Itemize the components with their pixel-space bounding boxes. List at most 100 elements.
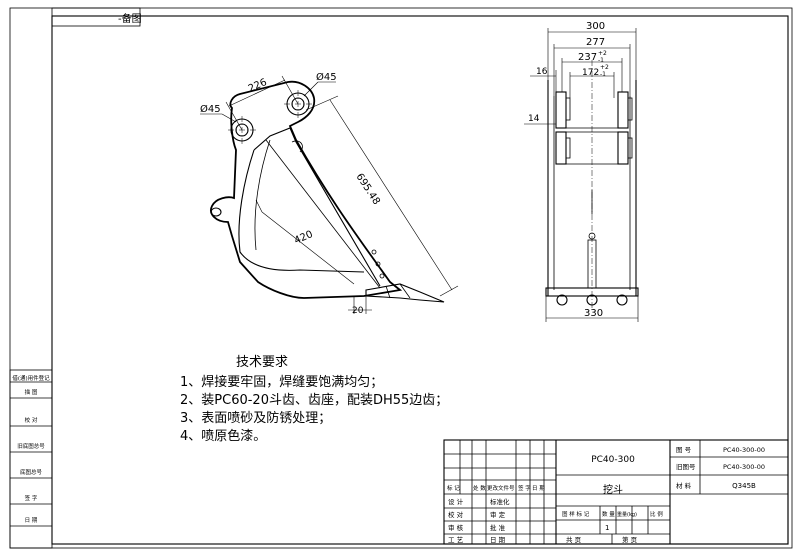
title-block: 标 记 处 数 更改文件号 签 字 日 期 设 计 标准化 校 对 审 定 审 … (443, 439, 789, 545)
drawing-no-label: 图 号 (676, 446, 692, 454)
dim-d45-left: Ø45 (200, 103, 221, 115)
dim-237-tol-lower: -1 (598, 57, 604, 64)
ear-boss-right-bottom (627, 137, 633, 159)
row-process: 工 艺 (448, 536, 464, 544)
stage-header-weight: 重量(kg) (617, 511, 637, 518)
dim-d45-left-leader (221, 113, 237, 123)
dim-226: 226 (247, 77, 269, 95)
quantity-value: 1 (605, 524, 609, 532)
stage-header-mark: 图 样 标 记 (562, 510, 590, 518)
dim-226-ext-left (225, 101, 243, 131)
side-label-1: 描 图 (25, 388, 38, 396)
ear-plate-right-top (617, 91, 629, 129)
bucket-inner-shell (238, 149, 365, 273)
row-check: 校 对 (448, 510, 464, 519)
dim-172-tol-upper: +2 (600, 64, 609, 71)
ear-plate-left-bottom (555, 131, 567, 165)
ear-plate-left-top (555, 91, 567, 129)
tech-note-2: 2、装PC60-20斗齿、齿座，配装DH55边齿； (180, 393, 448, 408)
tech-note-1: 1、焊接要牢固，焊缝要饱满均匀； (180, 374, 383, 390)
material-label: 材 料 (676, 481, 692, 490)
dim-226-line (228, 79, 286, 107)
dim-695: 695.48 (353, 172, 381, 207)
dim-237-tol-upper: +2 (598, 50, 607, 57)
outer-frame (9, 7, 793, 549)
rev-header-count: 处 数 (473, 484, 486, 492)
side-hole-3 (379, 273, 385, 279)
row-date: 日 期 (490, 536, 506, 544)
front-tooth-1 (556, 294, 568, 306)
dim-14: 14 (528, 114, 540, 124)
row-approve: 批 准 (490, 523, 506, 532)
front-tooth-3 (616, 294, 628, 306)
side-hole-2 (375, 261, 381, 267)
dim-172: 172 (582, 68, 599, 78)
side-label-0: 借(通)用件登记 (12, 374, 50, 382)
dim-300: 300 (586, 21, 605, 32)
rev-header-sign: 签 字 (518, 484, 531, 492)
dim-695-ext-top (305, 95, 339, 111)
bucket-tooth (365, 283, 445, 303)
dim-d45-right: Ø45 (316, 71, 337, 83)
sheet-total: 共 页 (566, 535, 582, 544)
title-block-frame (443, 439, 789, 545)
side-label-4: 底图总号 (20, 468, 43, 476)
corner-tag: -备图 (118, 12, 142, 25)
tooth-adapter-line (399, 283, 411, 299)
tooth-adapter-line-2 (385, 285, 391, 299)
tech-note-4: 4、喷原色漆。 (180, 428, 266, 444)
tech-notes: 技术要求 1、焊接要牢固，焊缝要饱满均匀； 2、装PC60-20斗齿、齿座，配装… (180, 355, 448, 444)
side-view: 226 Ø45 Ø45 695.48 420 20 (200, 71, 459, 316)
replace-no-label: 旧图号 (676, 463, 696, 471)
dim-695-ext-bottom (439, 285, 459, 297)
dim-20: 20 (352, 306, 364, 316)
side-label-5: 签 字 (25, 494, 38, 502)
dim-16: 16 (536, 67, 548, 77)
front-view: 300 277 237 +2 -1 172 +2 -1 16 14 330 (524, 21, 639, 322)
stop-lug (291, 140, 303, 153)
rev-header-mark: 标 记 (447, 484, 460, 492)
corner-tag-box (51, 7, 141, 27)
side-label-6: 日 期 (25, 517, 38, 524)
side-plate-edge (265, 139, 381, 289)
ear-boss-left-top (565, 97, 571, 121)
model-name: PC40-300 (591, 455, 635, 465)
dim-237: 237 (578, 52, 597, 63)
ear-boss-right-top (627, 97, 633, 121)
side-hook-hole (210, 207, 222, 217)
side-hole-1 (371, 249, 377, 255)
dim-420-ext-a (255, 199, 263, 213)
dim-420: 420 (293, 229, 315, 247)
side-registration-panel: 借(通)用件登记 描 图 校 对 旧底图总号 底图总号 签 字 日 期 (9, 369, 53, 549)
part-name: 挖斗 (603, 483, 623, 496)
row-standard: 标准化 (490, 497, 510, 506)
stage-header-scale: 比 例 (650, 510, 663, 518)
side-label-3: 旧底图总号 (17, 442, 45, 450)
drawing-no: PC40-300-00 (723, 446, 765, 454)
rev-header-date: 日 期 (532, 485, 545, 492)
dim-420-line (261, 211, 355, 285)
material: Q345B (732, 482, 756, 490)
ear-boss-left-bottom (565, 137, 571, 159)
row-review: 审 核 (448, 523, 464, 532)
row-approve-tech: 审 定 (490, 510, 506, 519)
dim-695-line (329, 99, 453, 291)
replace-no: PC40-300-00 (723, 463, 765, 471)
bucket-shell-line (254, 139, 271, 251)
dim-172-tol-lower: -1 (600, 71, 606, 78)
dim-277: 277 (586, 37, 605, 48)
sheet-number: 第 页 (622, 535, 638, 544)
inner-frame (51, 15, 789, 545)
dim-226-ext-right (281, 75, 299, 105)
dim-330: 330 (584, 308, 603, 319)
tech-notes-title: 技术要求 (236, 355, 288, 370)
ear-plate-right-bottom (617, 131, 629, 165)
bucket-inner-top (253, 127, 381, 287)
bucket-outline (210, 80, 403, 299)
side-label-2: 校 对 (25, 416, 38, 424)
rev-header-doc: 更改文件号 (487, 484, 515, 492)
stage-header-qty: 数 量 (602, 510, 615, 518)
dim-d45-right-leader (303, 81, 319, 97)
row-design: 设 计 (448, 497, 464, 506)
